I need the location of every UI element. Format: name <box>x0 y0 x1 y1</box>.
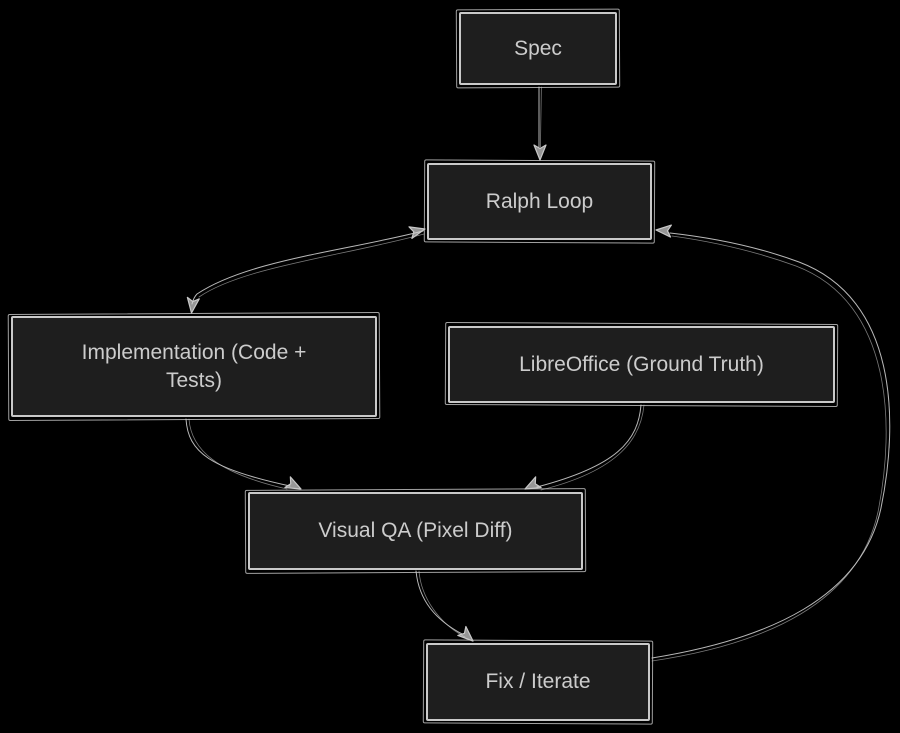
arrowhead-into-visual-qa-top-left <box>284 476 302 490</box>
arrowhead-into-fix-iterate-top <box>457 625 474 642</box>
node-ralph-loop-label: Ralph Loop <box>485 189 594 213</box>
node-implementation-label: Implementation (Code + Tests) <box>81 340 307 392</box>
edge-fix-iterate-to-ralph-loop <box>651 224 891 662</box>
arrowhead-into-visual-qa-top-right <box>524 476 542 490</box>
arrowhead-into-ralph-loop-right <box>655 224 672 238</box>
edge-implementation-to-visual-qa <box>185 418 302 490</box>
node-spec-label: Spec <box>514 36 562 60</box>
node-implementation: Implementation (Code + Tests) <box>11 316 377 417</box>
arrowhead-into-implementation-top <box>186 296 200 314</box>
edge-visual-qa-to-fix-iterate <box>415 570 474 642</box>
node-fix-iterate: Fix / Iterate <box>426 643 650 721</box>
node-ralph-loop: Ralph Loop <box>427 163 652 240</box>
node-visual-qa-label: Visual QA (Pixel Diff) <box>318 519 513 543</box>
node-visual-qa: Visual QA (Pixel Diff) <box>248 492 583 570</box>
node-libreoffice: LibreOffice (Ground Truth) <box>448 326 835 403</box>
arrowhead-into-ralph-loop-top <box>533 144 547 161</box>
edge-libreoffice-to-visual-qa <box>524 404 645 491</box>
edge-spec-to-ralph-loop <box>533 86 547 161</box>
edge-ralph-loop-implementation-bidirectional <box>186 226 426 314</box>
node-spec: Spec <box>459 12 617 85</box>
node-libreoffice-label: LibreOffice (Ground Truth) <box>519 352 764 376</box>
node-fix-iterate-label: Fix / Iterate <box>485 670 591 694</box>
arrowhead-into-ralph-loop-left <box>408 226 426 240</box>
